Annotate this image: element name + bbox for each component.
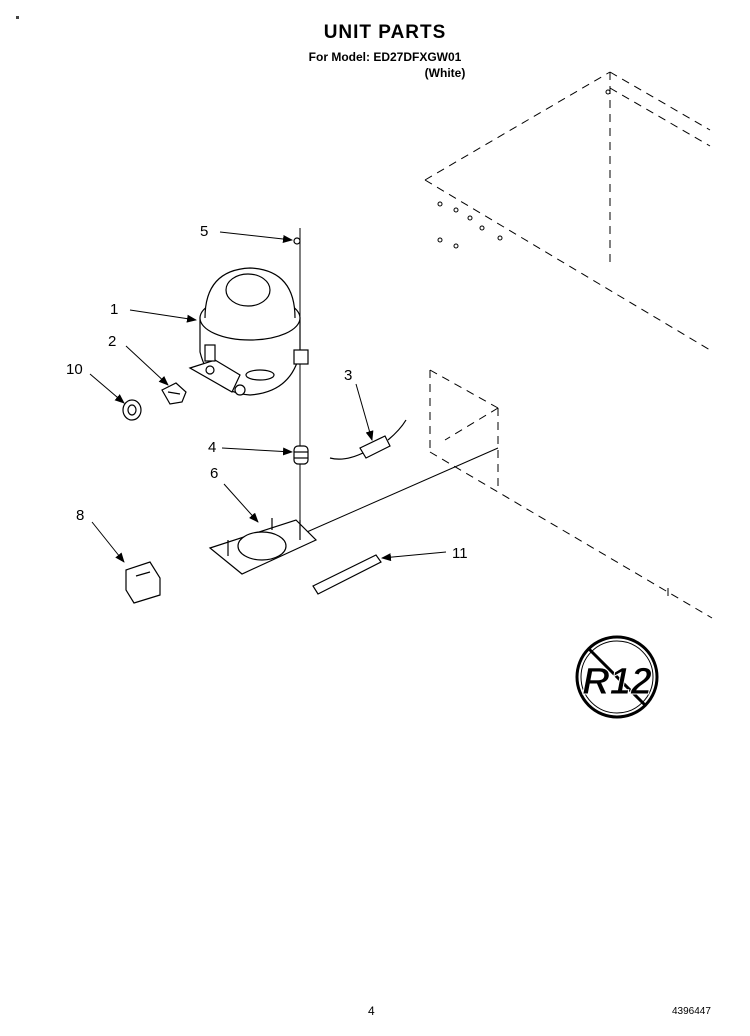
- grommet: [122, 399, 142, 421]
- model-line: For Model: ED27DFXGW01: [308, 50, 462, 64]
- mount-grommet: [293, 445, 309, 465]
- cabinet-outline-lower: [429, 369, 713, 619]
- stud-pin: [293, 237, 301, 245]
- callout-11: 11: [452, 545, 468, 562]
- wire-bracket: [125, 561, 161, 604]
- callout-8: 8: [76, 507, 84, 524]
- cabinet-outline-upper: [424, 71, 711, 351]
- callout-1: 1: [110, 301, 118, 318]
- compressor: [188, 267, 309, 396]
- leader-lines: [89, 231, 447, 563]
- callout-3: 3: [344, 367, 352, 384]
- callout-6: 6: [210, 465, 218, 482]
- callout-2: 2: [108, 333, 116, 350]
- mounting-strip: [312, 554, 382, 595]
- callout-4: 4: [208, 439, 216, 456]
- r12-label: R12: [582, 661, 652, 703]
- relay-clip: [161, 382, 187, 405]
- cabinet-holes: [437, 89, 611, 249]
- callout-10: 10: [66, 361, 83, 378]
- page-number: 4: [368, 1004, 375, 1018]
- compressor-base-plate: [208, 518, 318, 575]
- no-r12-icon: R12: [575, 635, 659, 719]
- mounting-rail: [299, 447, 499, 536]
- document-number: 4396447: [672, 1006, 711, 1017]
- color-variant: (White): [424, 66, 466, 80]
- filter-drier: [329, 419, 407, 460]
- callout-5: 5: [200, 223, 208, 240]
- page-title: UNIT PARTS: [323, 22, 447, 43]
- corner-mark: [16, 16, 19, 19]
